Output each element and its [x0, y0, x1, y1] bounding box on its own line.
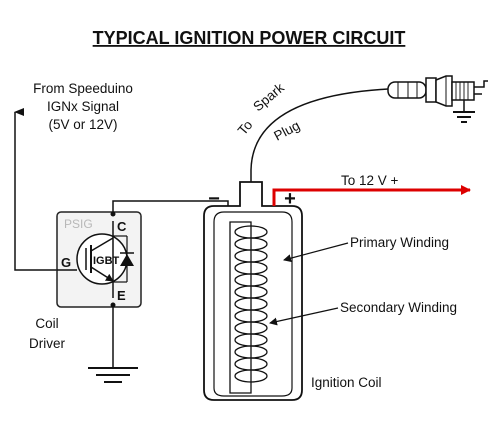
igbt-label: IGBT [93, 255, 120, 267]
spark-plug-lead [250, 88, 389, 171]
driver-watermark: PSIG [64, 217, 93, 231]
ground-icon [88, 305, 138, 383]
primary-winding-pointer [283, 242, 349, 263]
igbt-collector-leg [90, 237, 114, 252]
coil-plus-terminal: + [284, 188, 296, 210]
secondary-winding-label: Secondary Winding [340, 300, 457, 315]
supply-wire [272, 185, 471, 206]
signal-label: From Speeduino IGNx Signal (5V or 12V) [33, 81, 133, 132]
spark-label-plug: Plug [271, 118, 302, 144]
signal-label-line1: From Speeduino [33, 81, 133, 96]
coil-core [229, 221, 252, 394]
supply-label: To 12 V + [341, 173, 399, 188]
primary-winding-label: Primary Winding [350, 235, 449, 250]
coil-caption: Ignition Coil [311, 375, 382, 390]
signal-label-line2: IGNx Signal [47, 99, 119, 114]
winding-loop [234, 369, 268, 383]
coil-negative-wire [112, 200, 229, 214]
spark-plug-icon [387, 75, 488, 123]
pin-e-label: E [117, 288, 126, 303]
freewheel-diode-icon [120, 254, 134, 266]
signal-label-line3: (5V or 12V) [48, 117, 117, 132]
diagram-title: TYPICAL IGNITION POWER CIRCUIT [93, 28, 406, 48]
coil-inner-wall [213, 211, 293, 397]
driver-caption-line2: Driver [29, 336, 66, 351]
igbt-emitter-leg [90, 266, 114, 282]
secondary-winding-pointer [269, 307, 339, 326]
coil-driver: PSIG IGBT C G E [56, 211, 142, 308]
driver-caption-line1: Coil [35, 316, 58, 331]
ignition-coil: − + [203, 170, 303, 401]
windings [234, 225, 268, 383]
coil-minus-terminal: − [208, 188, 220, 210]
spark-label-spark: Spark [250, 80, 287, 114]
signal-wire [14, 108, 57, 271]
pin-g-label: G [61, 255, 71, 270]
coil-casing [203, 181, 303, 401]
spark-label-to: To [235, 117, 256, 138]
pin-c-label: C [117, 219, 127, 234]
